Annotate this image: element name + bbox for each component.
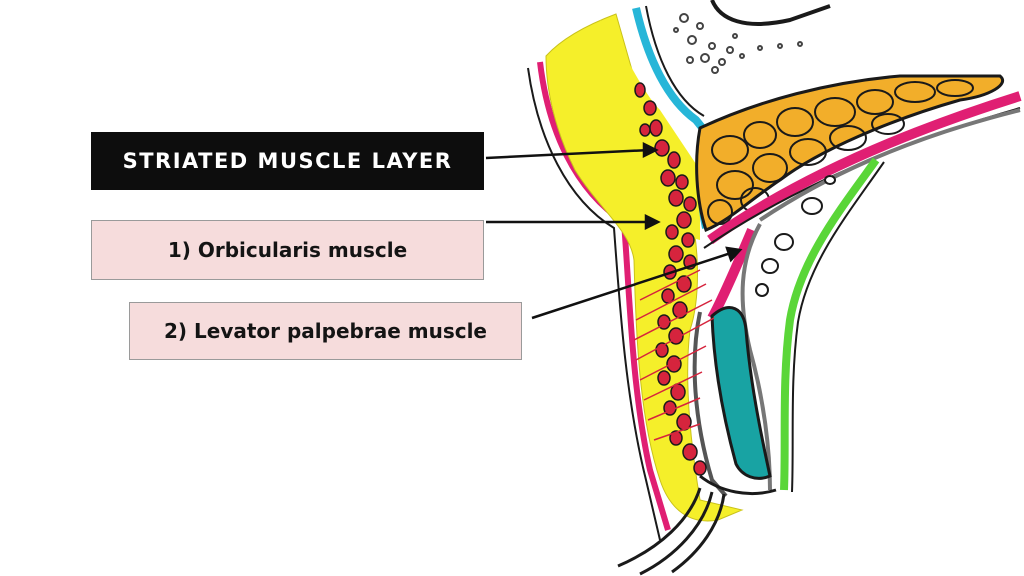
striated-muscle-layer-label: STRIATED MUSCLE LAYER [91, 132, 484, 190]
skin-dark-line [527, 67, 661, 541]
conjunctiva-lower [740, 223, 772, 491]
pink-band [707, 91, 1022, 245]
levator-fibers [633, 269, 715, 441]
pointer-arrows [485, 141, 743, 320]
eyelashes [617, 487, 726, 576]
dotted-area [673, 13, 803, 74]
cyan-outline [645, 5, 705, 117]
tarsal-gland [710, 306, 772, 480]
levator-palpebrae-muscle-label: 2) Levator palpebrae muscle [129, 302, 522, 360]
green-edge [780, 157, 880, 491]
pink-band-down [707, 228, 757, 321]
accessory-glands [755, 175, 836, 297]
fat-pad [695, 74, 1004, 233]
tarsal-outline [692, 311, 728, 498]
fat-lobules [707, 79, 974, 225]
orbicularis-muscle-label: 1) Orbicularis muscle [91, 220, 484, 280]
upper-outline [710, 0, 831, 26]
lid-margin [699, 474, 777, 496]
conjunctiva [758, 108, 1021, 222]
green-edge-outline [791, 161, 885, 493]
